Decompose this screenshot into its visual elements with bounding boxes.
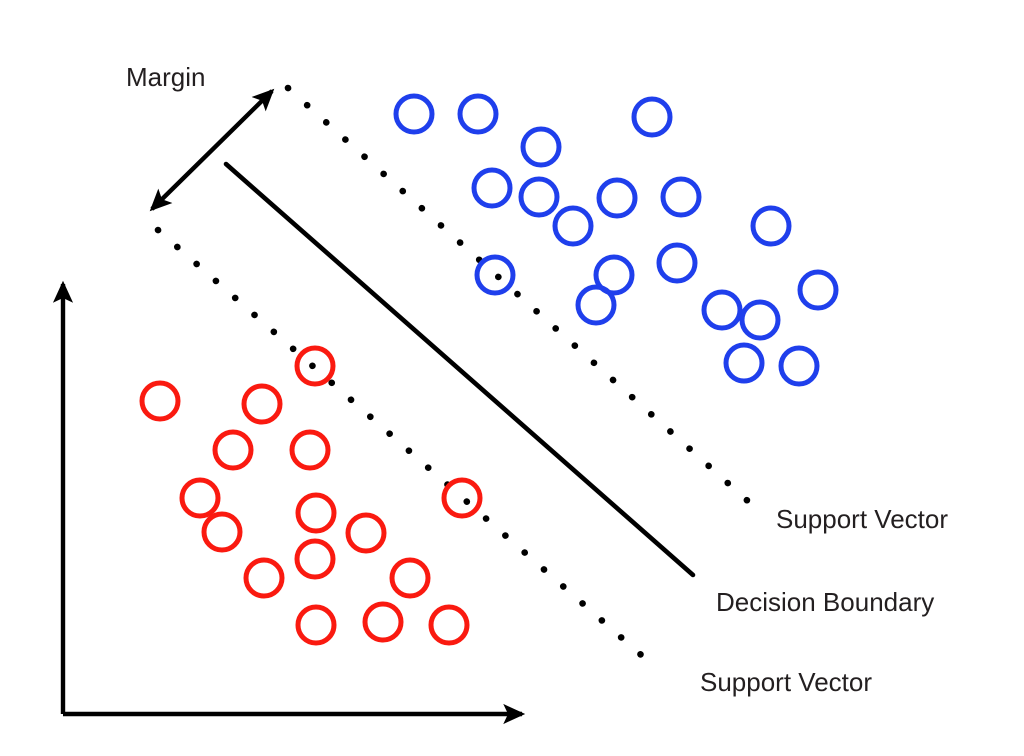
data-point-red: [295, 492, 337, 534]
data-point-red: [362, 601, 404, 643]
data-point-red: [428, 604, 470, 646]
data-point-blue: [723, 342, 765, 384]
support-vector-lower-label: Support Vector: [700, 667, 872, 697]
data-point-blue: [797, 269, 839, 311]
data-point-blue: [552, 205, 594, 247]
class-positive-points: [393, 93, 839, 387]
margin-label: Margin: [126, 62, 205, 92]
support-vector-lines: [154, 84, 754, 665]
data-point-red: [441, 477, 483, 519]
data-point-blue: [660, 176, 702, 218]
data-point-blue: [739, 299, 781, 341]
data-point-blue: [593, 254, 635, 296]
data-point-red: [179, 477, 221, 519]
data-point-red: [139, 380, 181, 422]
data-point-red: [241, 383, 283, 425]
data-point-blue: [596, 177, 638, 219]
data-point-blue: [701, 289, 743, 331]
support-vector-line-upper: [284, 84, 754, 507]
data-point-red: [212, 429, 254, 471]
data-point-blue: [750, 205, 792, 247]
data-point-red: [389, 557, 431, 599]
data-point-blue: [471, 167, 513, 209]
data-point-red: [294, 345, 336, 387]
data-point-red: [289, 429, 331, 471]
data-point-blue: [518, 176, 560, 218]
data-point-blue: [393, 93, 435, 135]
data-point-blue: [457, 93, 499, 135]
data-point-red: [295, 604, 337, 646]
data-point-red: [294, 538, 336, 580]
data-point-blue: [575, 284, 617, 326]
data-point-red: [243, 557, 285, 599]
data-point-blue: [656, 242, 698, 284]
margin-arrow-line: [149, 88, 275, 212]
decision-boundary-line: [223, 161, 696, 578]
data-point-red: [201, 511, 243, 553]
data-point-blue: [778, 345, 820, 387]
decision-boundary: [223, 161, 696, 578]
data-point-blue: [474, 254, 516, 296]
decision-boundary-label: Decision Boundary: [716, 587, 934, 617]
axes: [52, 280, 526, 725]
class-negative-points: [139, 345, 483, 646]
margin-arrow: [149, 88, 275, 212]
data-point-red: [345, 512, 387, 554]
data-point-blue: [520, 126, 562, 168]
data-point-blue: [631, 96, 673, 138]
support-vector-upper-label: Support Vector: [776, 504, 948, 534]
